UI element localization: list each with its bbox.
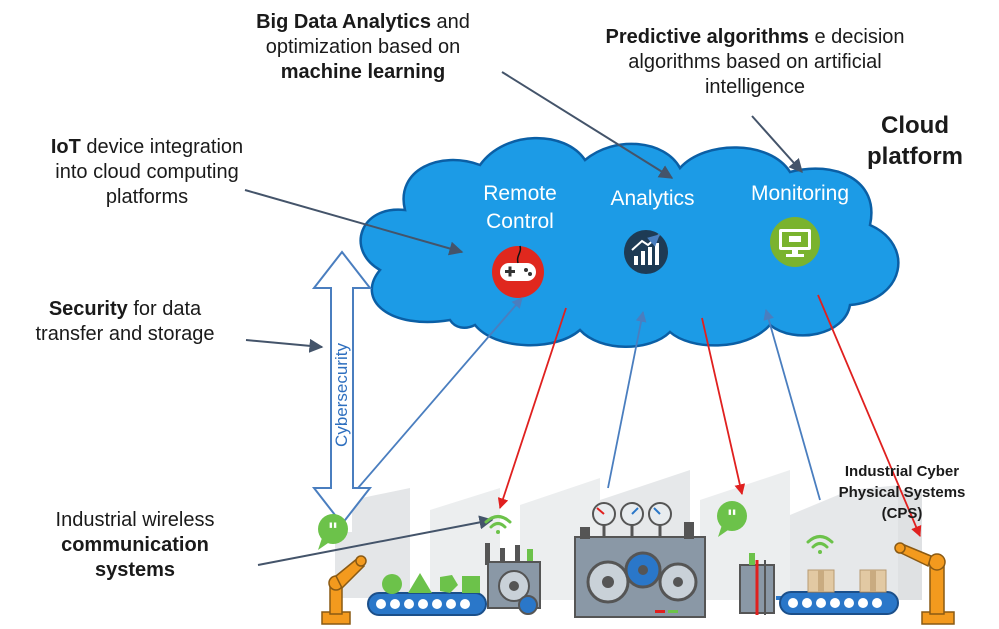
label-cps: Industrial Cyber Physical Systems (CPS) — [822, 461, 982, 524]
svg-text:": " — [328, 518, 338, 542]
data-flow-arrows — [357, 294, 922, 537]
label-predictive-line2: algorithms based on artificial — [628, 51, 882, 73]
cloud-analytics-label: Analytics — [610, 187, 695, 210]
gamepad-icon — [492, 245, 544, 298]
label-big-data-rest: and — [430, 11, 470, 33]
label-predictive-algorithms: Predictive algorithms e decision algorit… — [565, 25, 945, 100]
chat-bubble-icon: " — [318, 514, 348, 550]
monitor-icon — [770, 217, 820, 267]
label-big-data-line2: optimization based on — [265, 36, 461, 58]
rising-chart-icon — [624, 230, 668, 274]
cloud-remote-line2: Control — [486, 210, 554, 233]
label-iot-bold: IoT — [50, 136, 81, 158]
label-wireless-line1: Industrial wireless — [55, 509, 215, 531]
label-big-data-analytics: Big Data Analytics and optimization base… — [218, 10, 508, 85]
label-iot-line3: platforms — [105, 186, 189, 208]
label-pointer-arrows — [244, 71, 803, 566]
belt-products — [382, 569, 887, 594]
label-iot-line2: into cloud computing — [55, 161, 239, 183]
wifi-icon — [484, 515, 512, 534]
label-cps-line3: (CPS) — [881, 505, 923, 522]
label-industrial-wireless: Industrial wireless communication system… — [10, 508, 260, 583]
cloud-title-line1: Cloud — [881, 112, 949, 139]
label-security: Security for data transfer and storage — [0, 297, 250, 347]
label-big-data-bold: Big Data Analytics — [256, 11, 431, 33]
label-big-data-line3: machine learning — [280, 61, 446, 83]
label-cps-line2: Physical Systems — [838, 484, 966, 501]
label-security-rest: for data — [127, 298, 202, 320]
cloud-remote-line1: Remote — [483, 182, 557, 205]
factory-machinery — [485, 502, 784, 618]
wifi-icon — [806, 535, 834, 554]
cloud-monitoring-label: Monitoring — [750, 182, 850, 205]
label-cps-line1: Industrial Cyber — [844, 463, 960, 480]
label-wireless-line3: systems — [94, 559, 176, 581]
conveyor-belts — [367, 591, 899, 616]
chat-bubble-icon: " — [717, 501, 747, 537]
robot-arm-left — [321, 555, 367, 625]
cloud-remote-control-label: Remote Control — [460, 180, 580, 236]
cybersecurity-label: Cybersecurity — [332, 343, 351, 447]
label-predictive-bold: Predictive algorithms — [605, 26, 809, 48]
cloud-platform-title: Cloud platform — [850, 110, 980, 172]
label-iot-integration: IoT device integration into cloud comput… — [12, 135, 282, 210]
cloud-title-line2: platform — [867, 143, 963, 170]
robot-arm-right — [894, 542, 955, 625]
svg-text:": " — [727, 505, 737, 529]
label-wireless-line2: communication — [61, 534, 209, 556]
label-iot-rest: device integration — [80, 136, 244, 158]
label-predictive-line3: intelligence — [704, 76, 806, 98]
label-security-bold: Security — [48, 298, 128, 320]
label-predictive-rest: e decision — [808, 26, 905, 48]
label-security-line2: transfer and storage — [35, 323, 215, 345]
